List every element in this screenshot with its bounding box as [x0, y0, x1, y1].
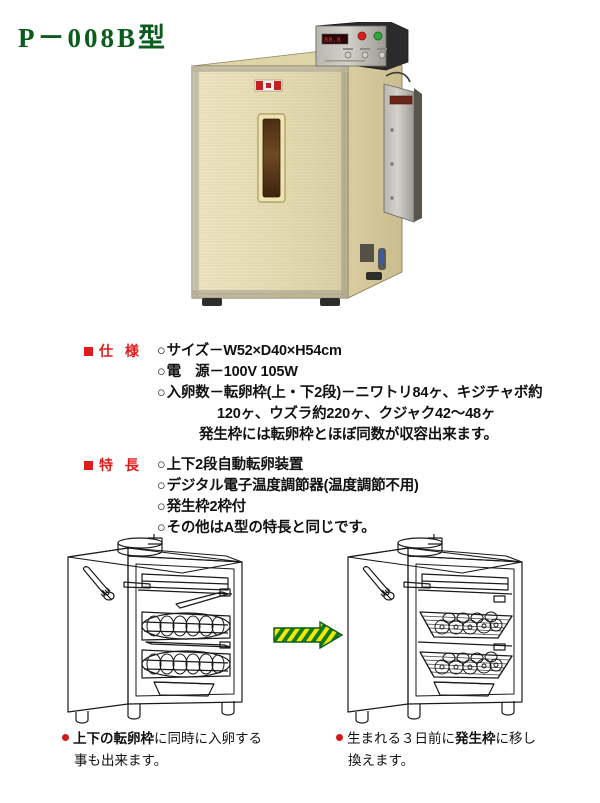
spec-line-capacity-cont1: 120ヶ、ウズラ約220ヶ、クジャク42〜48ヶ: [217, 406, 496, 422]
feature-line-hatchtray: ○発生枠2枠付: [157, 497, 419, 518]
spec-line-capacity-text: 入卵数－転卵枠(上・下2段)－ニワトリ84ヶ、キジチャボ約: [166, 385, 543, 401]
caption-right: 生まれる３日前に発生枠に移し 換えます。: [336, 728, 536, 772]
spec-line-power-text: 電 源－100V 105W: [166, 364, 298, 380]
hatching-trays-diagram-svg: [347, 534, 523, 724]
caption-left-line1: 上下の転卵枠に同時に入卵する: [62, 728, 262, 750]
lamp-red-icon: [357, 31, 367, 41]
page-title: P－008B型: [18, 23, 169, 53]
bullet-circle-icon: ○: [157, 457, 166, 473]
feature-line-thermostat: ○デジタル電子温度調節器(温度調節不用): [157, 476, 419, 497]
caption-right-line2: 換えます。: [348, 753, 415, 768]
caption-left-line2: 事も出来ます。: [74, 753, 168, 768]
bullet-dot-icon: [62, 734, 69, 741]
bullet-circle-icon: ○: [157, 478, 166, 494]
side-module: [383, 71, 422, 223]
spec-section-label: 仕 様: [99, 343, 143, 359]
features-lines: ○上下2段自動転卵装置 ○デジタル電子温度調節器(温度調節不用) ○発生枠2枠付…: [157, 455, 419, 539]
product-photo: 88.8: [170, 22, 440, 317]
spec-section-marker: [84, 347, 93, 356]
bullet-circle-icon: ○: [157, 364, 166, 380]
feature-line-thermostat-text: デジタル電子温度調節器(温度調節不用): [166, 478, 419, 494]
svg-text:88.8: 88.8: [324, 36, 341, 44]
spec-lines: ○サイズ－W52×D40×H54cm ○電 源－100V 105W ○入卵数－転…: [157, 341, 543, 446]
lamp-green-icon: [373, 31, 383, 41]
spec-line-capacity: ○入卵数－転卵枠(上・下2段)－ニワトリ84ヶ、キジチャボ約: [157, 383, 543, 404]
caption-right-line1-bold: 発生枠: [455, 731, 496, 746]
brand-badge-icon: [254, 79, 283, 92]
caption-right-line1-a: 生まれる３日前に: [347, 731, 455, 746]
turning-trays-diagram-svg: [67, 534, 243, 724]
foot: [366, 272, 382, 280]
spec-line-capacity-cont2: 発生枠には転卵枠とほぼ同数が収容出来ます。: [199, 427, 498, 443]
hatching-trays-diagram: [342, 534, 564, 724]
transfer-arrow-icon: [273, 620, 344, 650]
bullet-circle-icon: ○: [157, 520, 166, 536]
features-section-marker: [84, 461, 93, 470]
features-block: 特 長 ○上下2段自動転卵装置 ○デジタル電子温度調節器(温度調節不用) ○発生…: [84, 455, 419, 539]
caption-left-line1-rest: に同時に入卵する: [154, 731, 262, 746]
led-display: [321, 33, 349, 45]
specifications-block: 仕 様 ○サイズ－W52×D40×H54cm ○電 源－100V 105W ○入…: [84, 341, 543, 446]
feature-line-other: ○その他はA型の特長と同じです。: [157, 518, 419, 539]
caption-right-line1: 生まれる３日前に発生枠に移し: [336, 728, 536, 750]
spec-line-size-text: サイズ－W52×D40×H54cm: [166, 343, 342, 359]
feature-line-hatchtray-text: 発生枠2枠付: [166, 499, 247, 515]
foot: [202, 298, 222, 306]
feature-line-turning-text: 上下2段自動転卵装置: [166, 457, 304, 473]
viewing-window: [257, 113, 286, 203]
feature-line-other-text: その他はA型の特長と同じです。: [166, 520, 376, 536]
spec-line-power: ○電 源－100V 105W: [157, 362, 542, 383]
spec-line-size: ○サイズ－W52×D40×H54cm: [157, 341, 542, 362]
caption-right-line1-b: に移し: [495, 731, 537, 746]
feature-line-turning: ○上下2段自動転卵装置: [157, 455, 419, 476]
bullet-circle-icon: ○: [157, 343, 166, 359]
caption-left-line1-bold: 上下の転卵枠: [73, 731, 154, 746]
caption-left: 上下の転卵枠に同時に入卵する 事も出来ます。: [62, 728, 262, 772]
bullet-circle-icon: ○: [157, 385, 166, 401]
bullet-dot-icon: [336, 734, 343, 741]
incubator-photo-svg: 88.8: [191, 22, 422, 306]
transfer-arrow: [272, 620, 344, 652]
turning-trays-diagram: [62, 534, 284, 724]
foot: [320, 298, 340, 306]
bullet-circle-icon: ○: [157, 499, 166, 515]
features-section-label: 特 長: [99, 457, 143, 473]
side-latch: [360, 244, 386, 270]
control-panel: 88.8: [315, 22, 409, 71]
